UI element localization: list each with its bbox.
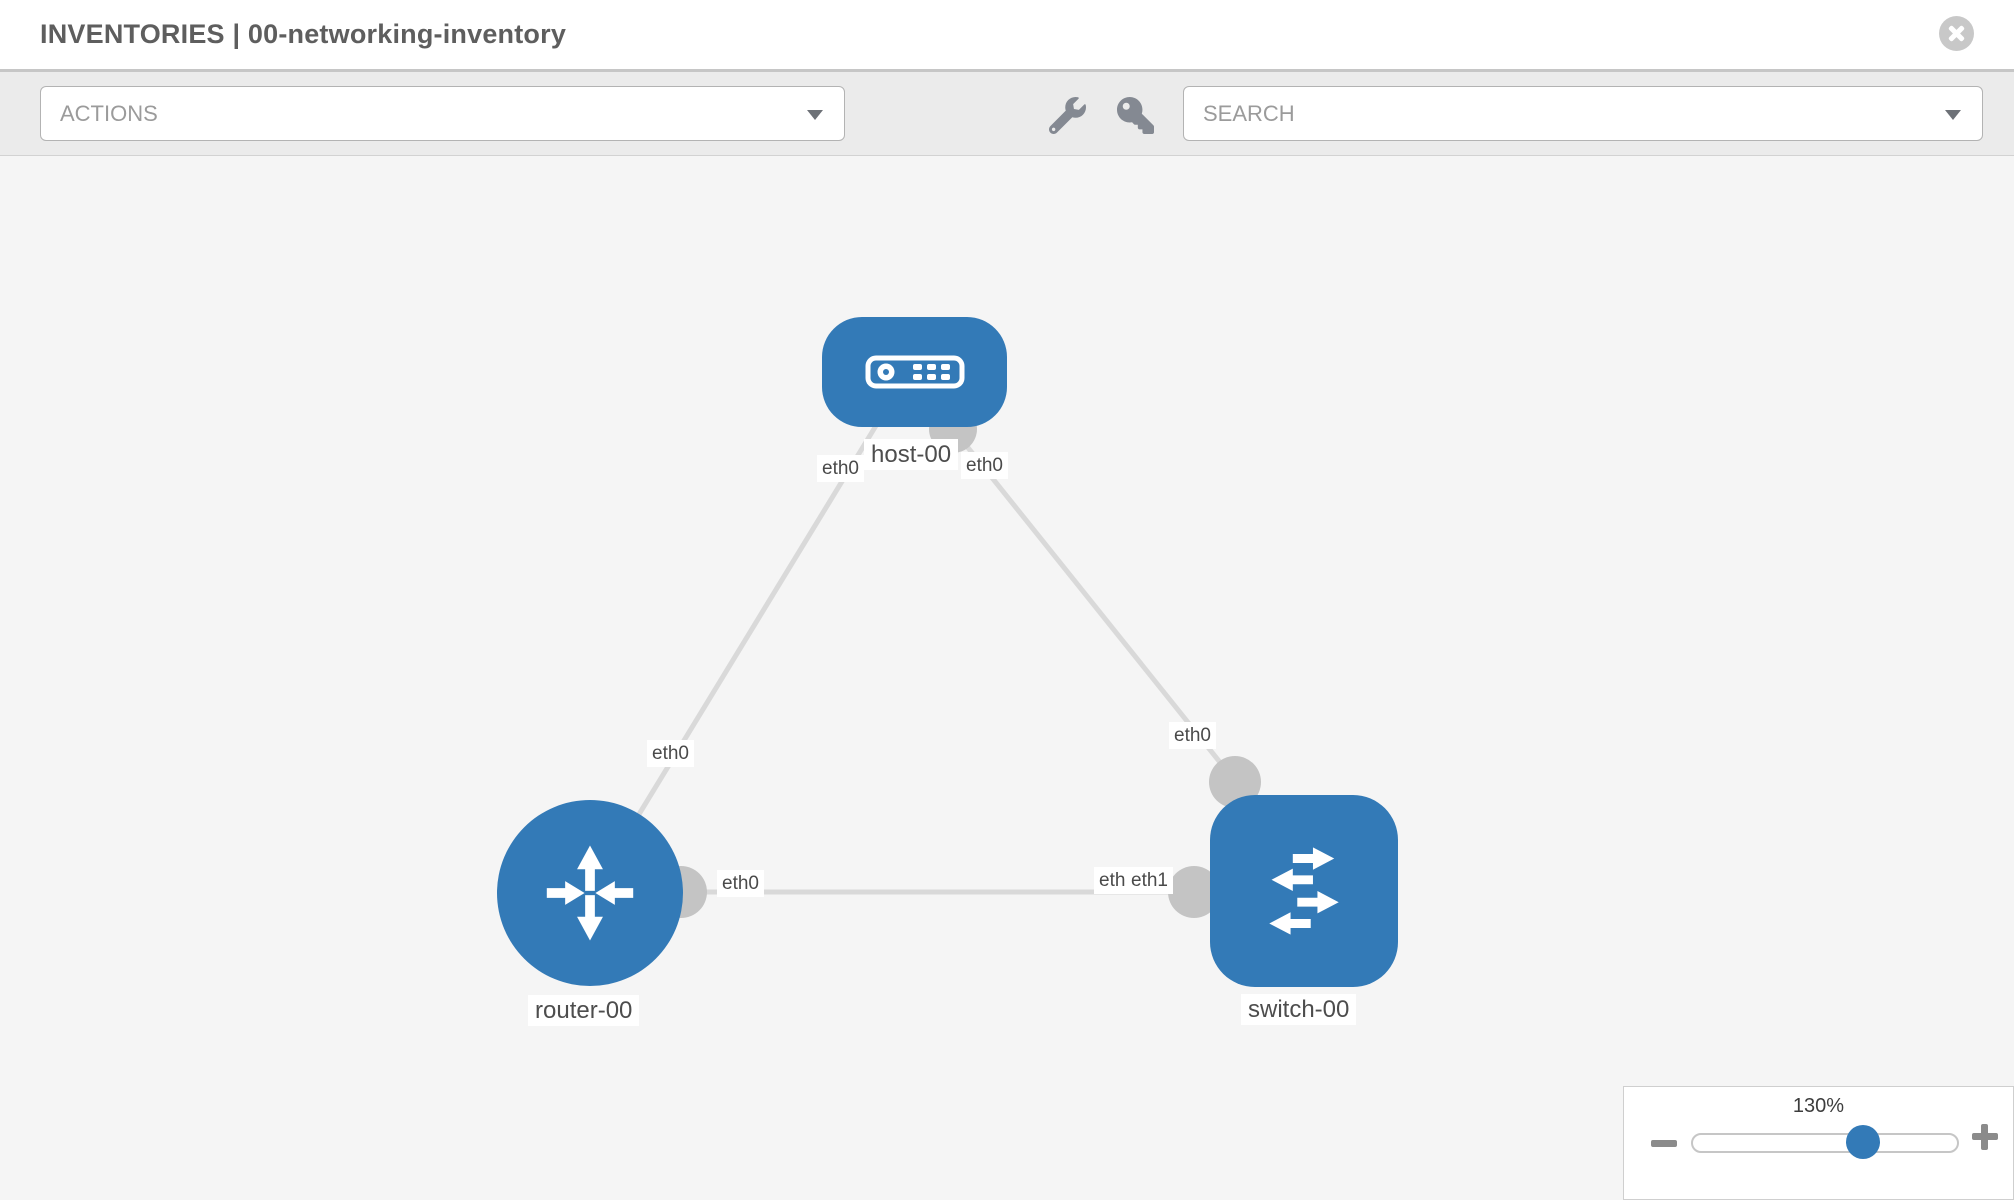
header: INVENTORIES | 00-networking-inventory — [0, 0, 2014, 72]
search-dropdown[interactable]: SEARCH — [1183, 86, 1983, 141]
interface-label-router-right: eth0 — [717, 870, 764, 897]
wrench-icon — [1049, 96, 1086, 134]
node-label-switch: switch-00 — [1241, 994, 1357, 1025]
zoom-in-button[interactable] — [1971, 1123, 1999, 1151]
zoom-out-button[interactable] — [1650, 1131, 1678, 1155]
close-icon — [1939, 16, 1974, 51]
minus-icon — [1651, 1140, 1677, 1147]
page-title: INVENTORIES | 00-networking-inventory — [40, 19, 567, 49]
key-icon — [1117, 96, 1154, 134]
toolbox-button[interactable] — [1049, 96, 1087, 134]
link-host-switch[interactable] — [947, 422, 1261, 813]
topology-canvas[interactable]: host-00 router-00 switch-00 eth0 eth0 et… — [0, 156, 2014, 1200]
zoom-level: 130% — [1792, 1095, 1845, 1117]
zoom-slider-thumb[interactable] — [1846, 1125, 1880, 1159]
node-router-00[interactable] — [497, 800, 683, 986]
interface-connector-switch-left — [1168, 866, 1220, 918]
zoom-slider[interactable] — [1691, 1125, 1959, 1159]
close-button[interactable] — [1939, 16, 1974, 51]
actions-dropdown[interactable]: ACTIONS — [40, 86, 845, 141]
node-label-router: router-00 — [528, 995, 640, 1026]
switch-icon — [1269, 847, 1339, 935]
zoom-panel: 130% — [1623, 1086, 2014, 1200]
node-switch-00[interactable] — [1210, 795, 1398, 987]
node-label-host: host-00 — [864, 439, 959, 470]
interface-label-router-uplink: eth0 — [647, 740, 694, 767]
chevron-down-icon — [1945, 110, 1961, 120]
search-dropdown-label: SEARCH — [1203, 101, 1295, 126]
router-icon — [546, 845, 634, 941]
node-host-00[interactable] — [822, 317, 1007, 427]
toolbar: ACTIONS SEARCH — [0, 72, 2014, 156]
interface-label-switch-left: eth1 — [1126, 867, 1173, 894]
interface-label-switch-top: eth0 — [1169, 722, 1216, 749]
interface-label-host-left: eth0 — [817, 455, 864, 482]
actions-dropdown-label: ACTIONS — [60, 101, 158, 126]
credentials-button[interactable] — [1117, 96, 1155, 134]
topology-links-layer — [588, 405, 1300, 918]
interface-label-host-right: eth0 — [961, 452, 1008, 479]
host-icon — [865, 355, 964, 389]
chevron-down-icon — [807, 110, 823, 120]
